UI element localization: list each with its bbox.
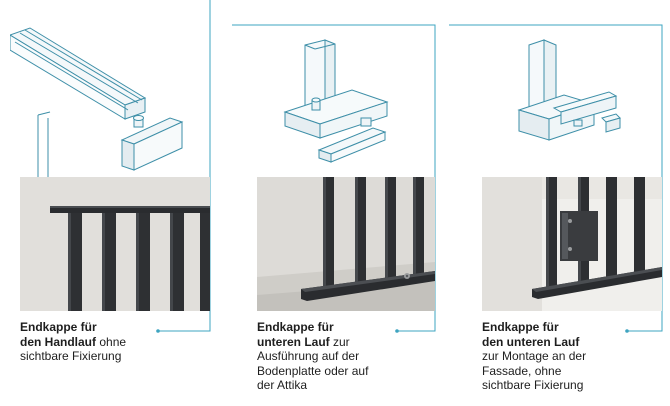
bottom-rail-facade-end-cap-drawing [517, 39, 621, 141]
caption-title-line1: Endkappe für [257, 320, 334, 334]
caption-desc-line: sichtbare Fixierung [482, 378, 584, 392]
handrail-end-cap-drawing [10, 27, 184, 177]
railing-floor-mount-photo [257, 177, 435, 311]
caption-desc-line: Ausführung auf der [257, 349, 360, 363]
railing-facade-mount-photo [482, 177, 662, 311]
caption-unterer-lauf-fassade: Endkappe für den unteren Lauf zur Montag… [482, 320, 586, 393]
bottom-rail-floor-end-cap-drawing [283, 39, 389, 163]
caption-unterer-lauf-boden: Endkappe für unteren Lauf zur Ausführung… [257, 320, 368, 393]
callout-frame [156, 0, 211, 333]
caption-title-bold: unteren Lauf [257, 334, 330, 349]
panel-handlauf: Endkappe für den Handlauf ohne sichtbare… [0, 0, 232, 406]
caption-desc-line: der Attika [257, 378, 308, 392]
caption-title-line1: Endkappe für [20, 320, 97, 334]
caption-desc-line: Fassade, ohne [482, 363, 562, 378]
caption-title-line1: Endkappe für [482, 320, 559, 334]
callout-frame [232, 24, 436, 333]
caption-title-bold: den Handlauf [20, 334, 97, 349]
panel-unterer-lauf-fassade: Endkappe für den unteren Lauf zur Montag… [449, 0, 670, 406]
caption-title-rest: zur [329, 334, 350, 349]
caption-desc-line: sichtbare Fixierung [20, 349, 122, 363]
caption-title-rest: ohne [96, 334, 127, 349]
caption-desc-line: Bodenplatte oder auf [257, 363, 369, 378]
caption-desc-line: zur Montage an der [482, 349, 587, 363]
callout-frame [449, 24, 663, 333]
railing-handrail-photo [20, 177, 210, 311]
caption-handlauf: Endkappe für den Handlauf ohne sichtbare… [20, 320, 126, 364]
panel-unterer-lauf-boden: Endkappe für unteren Lauf zur Ausführung… [232, 0, 449, 406]
caption-title-bold: den unteren Lauf [482, 334, 580, 349]
